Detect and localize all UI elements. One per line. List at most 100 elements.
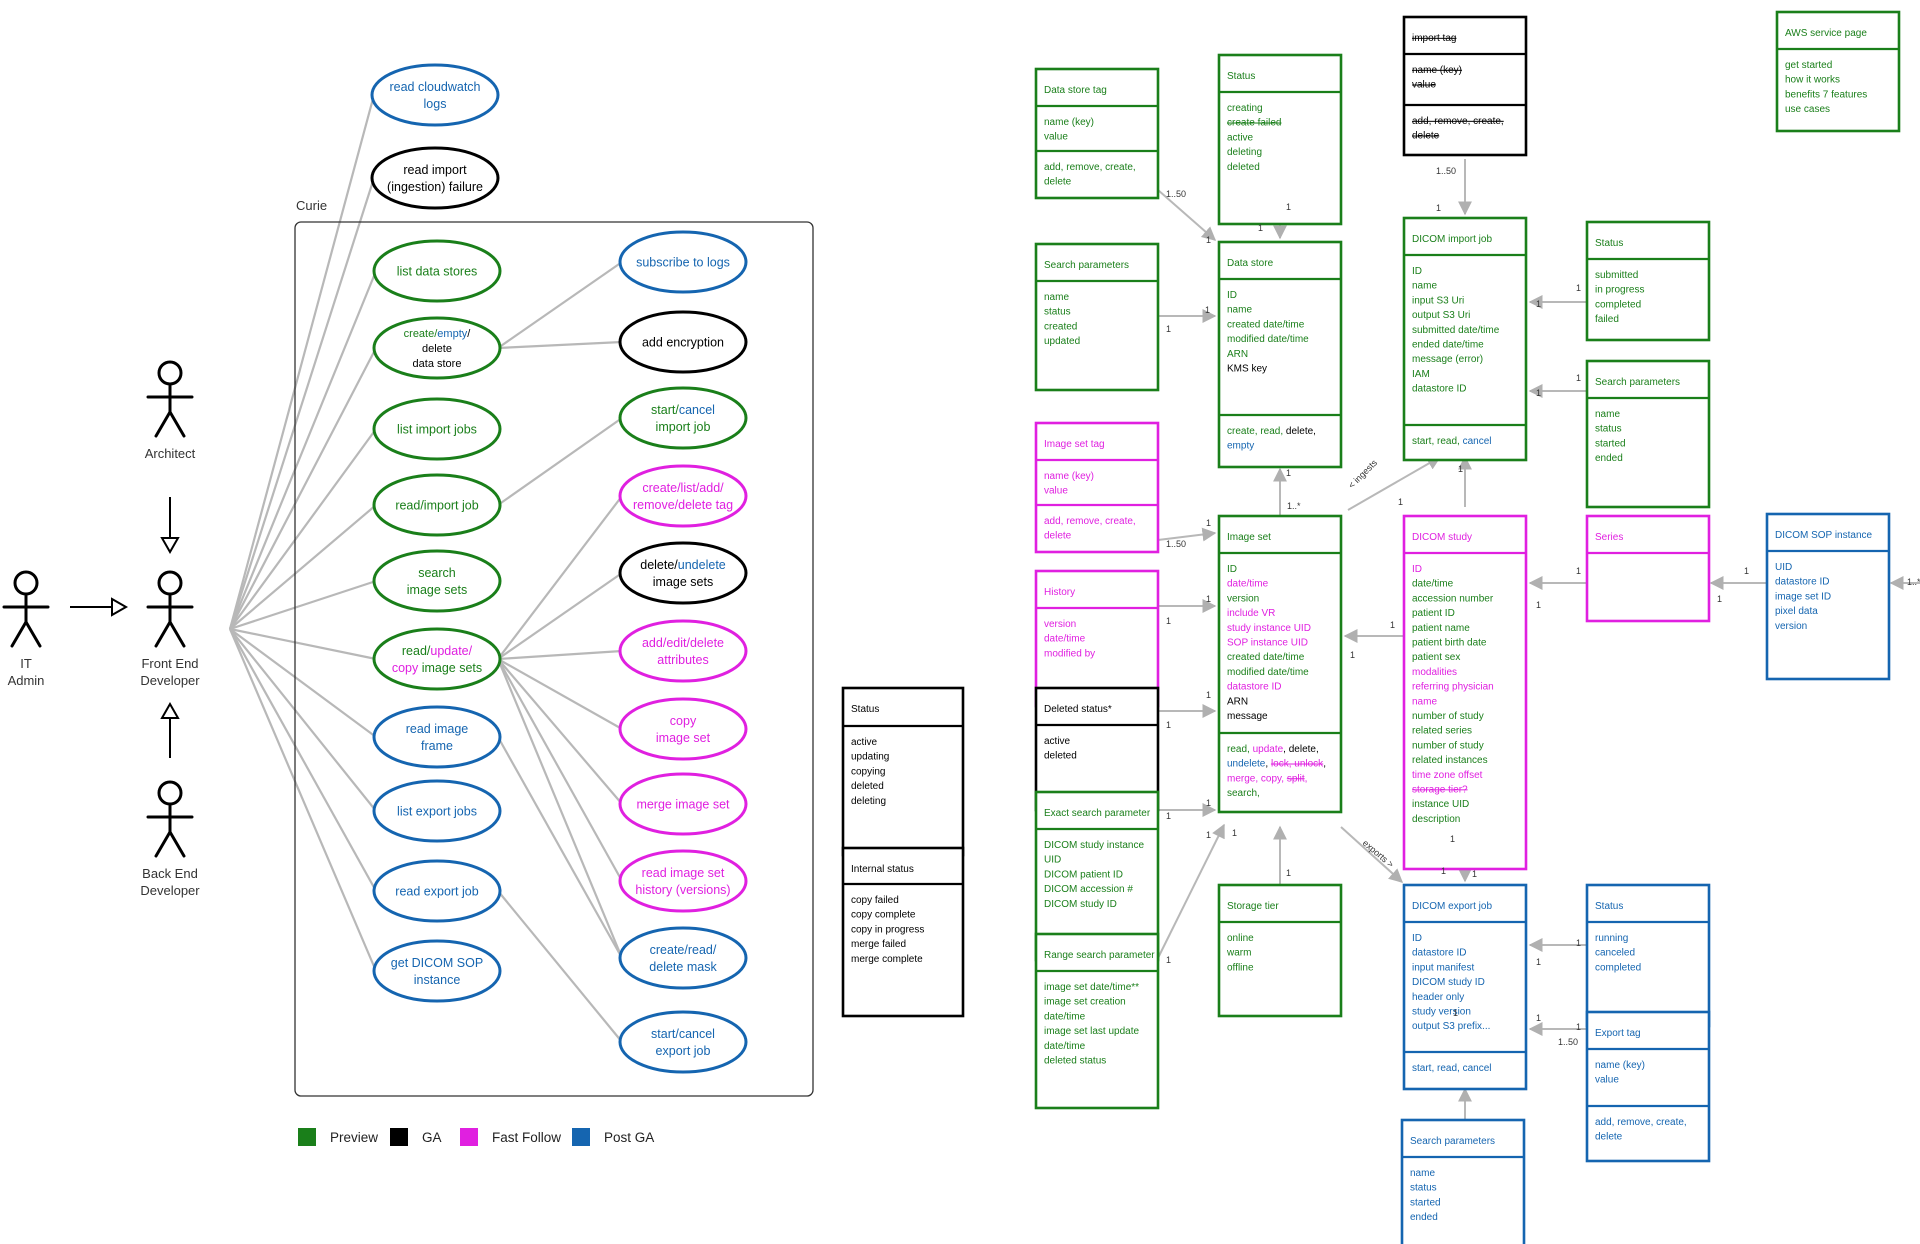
entity-field: image set ID — [1775, 591, 1831, 602]
use-case-create-read-delete-mask[interactable]: create/read/delete mask — [618, 926, 748, 990]
use-case-ellipse — [372, 859, 502, 923]
actor-label: Architect — [145, 446, 196, 461]
entity-text-segment: ended date/time — [1412, 340, 1484, 351]
entity-field: ARN — [1227, 696, 1248, 707]
entity-field: name — [1595, 409, 1620, 420]
multiplicity-label: 1 — [1206, 798, 1211, 808]
entity-text-segment: output S3 Uri — [1412, 310, 1470, 321]
entity-text-segment: delete — [1595, 1132, 1623, 1143]
entity-field: modified date/time — [1227, 334, 1309, 345]
entity-text-segment: started — [1595, 438, 1626, 449]
entity-field: output S3 prefix... — [1412, 1021, 1490, 1032]
entity-data-store-search-parameters[interactable]: Search parametersnamestatuscreatedupdate… — [1034, 242, 1160, 392]
entity-text-segment: date/time — [1412, 579, 1454, 590]
include-line — [497, 649, 623, 661]
entity-field: input S3 Uri — [1412, 295, 1464, 306]
use-case-label-line: logs — [424, 97, 447, 111]
entity-box — [1034, 67, 1160, 200]
entity-field: instance UID — [1412, 799, 1469, 810]
use-case-list-import-jobs[interactable]: list import jobs — [372, 397, 502, 461]
entity-text-segment: ended — [1410, 1212, 1438, 1223]
use-case-list-export-jobs[interactable]: list export jobs — [372, 779, 502, 843]
use-case-label-segment: get DICOM SOP — [391, 956, 483, 970]
entity-text-segment: image set last update — [1044, 1026, 1139, 1037]
include-line — [497, 572, 623, 660]
use-case-subscribe-to-logs[interactable]: subscribe to logs — [618, 230, 748, 294]
use-case-label-segment: merge image set — [636, 798, 730, 812]
use-case-label-segment: delete mask — [649, 960, 717, 974]
entity-text-segment: input manifest — [1412, 962, 1474, 973]
entity-field: date/time — [1044, 1011, 1086, 1022]
use-case-create-list-add-remove-delete-tag[interactable]: create/list/add/remove/delete tag — [618, 464, 748, 528]
entity-text-segment: modalities — [1412, 667, 1457, 678]
entity-text-segment: name (key) — [1044, 117, 1094, 128]
use-case-ellipse — [372, 705, 502, 769]
use-case-add-encryption[interactable]: add encryption — [618, 310, 748, 374]
entity-text-segment: AWS service page — [1785, 28, 1867, 39]
use-case-read-export-job[interactable]: read export job — [372, 859, 502, 923]
association-line — [229, 628, 377, 738]
entity-field: deleted status — [1044, 1056, 1106, 1067]
entity-field: delete — [1044, 177, 1072, 188]
entity-status-list[interactable]: Statusactiveupdatingcopyingdeleteddeleti… — [841, 686, 965, 857]
use-case-merge-image-set[interactable]: merge image set — [618, 772, 748, 836]
entity-text-segment: version — [1775, 621, 1807, 632]
legend-label: Preview — [330, 1130, 378, 1145]
entity-box — [1402, 883, 1528, 1091]
use-case-list-data-stores[interactable]: list data stores — [372, 239, 502, 303]
entity-field: accession number — [1412, 593, 1494, 604]
use-case-read-import-job[interactable]: read/import job — [372, 473, 502, 537]
entity-field: name (key) — [1595, 1060, 1645, 1071]
use-case-ellipse — [618, 230, 748, 294]
association-line — [229, 579, 377, 631]
entity-text-segment: active — [851, 737, 878, 748]
entity-field: name — [1410, 1168, 1435, 1179]
entity-title: Search parameters — [1044, 260, 1129, 271]
use-case-read-update-copy-image-sets[interactable]: read/update/copy image sets — [372, 627, 502, 691]
entity-series[interactable]: Series — [1585, 514, 1711, 623]
use-case-read-import-failure[interactable]: read import(ingestion) failure — [370, 146, 500, 210]
entity-text-segment: started — [1410, 1197, 1441, 1208]
entity-field: submitted date/time — [1412, 325, 1500, 336]
entity-text-segment: split — [1287, 773, 1305, 784]
entity-text-segment: patient ID — [1412, 608, 1455, 619]
multiplicity-label: 1 — [1206, 830, 1211, 840]
entity-field: canceled — [1595, 948, 1635, 959]
entity-text-segment: value — [1412, 80, 1436, 91]
legend-item-preview: Preview — [298, 1128, 378, 1146]
entity-text-segment: output S3 prefix... — [1412, 1021, 1490, 1032]
